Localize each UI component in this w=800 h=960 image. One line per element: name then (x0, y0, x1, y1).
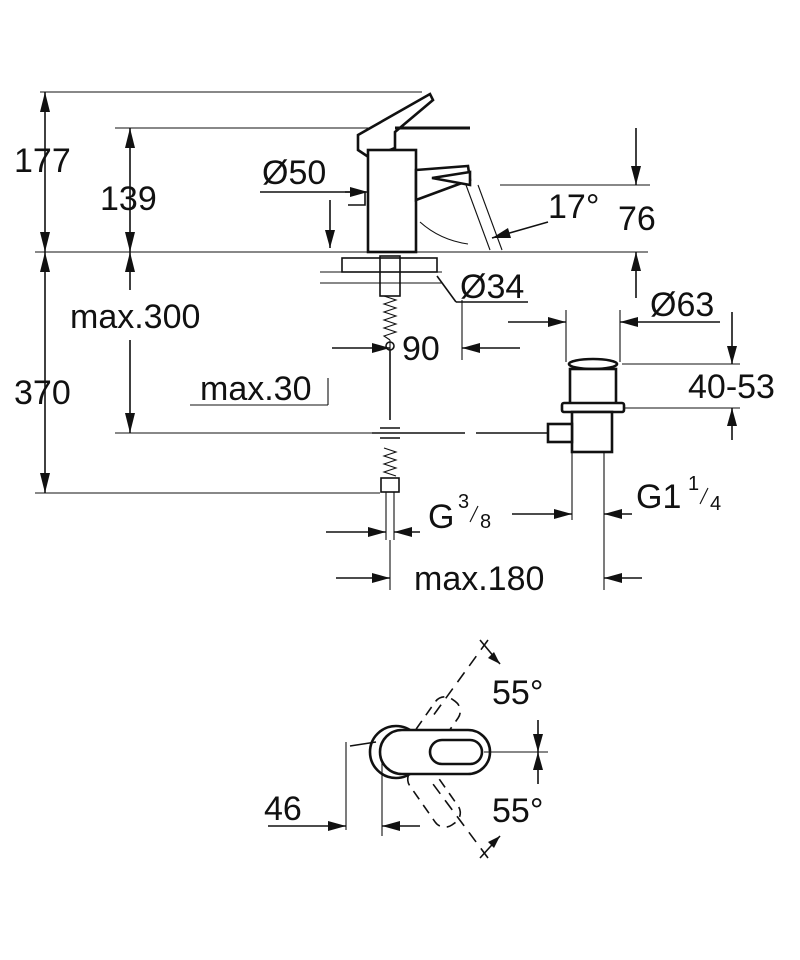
label-g38-den: 8 (480, 511, 491, 533)
label-177: 177 (14, 142, 71, 180)
dim-177: 177 (14, 92, 71, 252)
dim-max300: max.300 (70, 252, 200, 433)
dim-d63: Ø63 (508, 286, 720, 327)
dim-d50: Ø50 (260, 154, 368, 248)
dim-76: 76 (618, 128, 656, 298)
dim-40-53: 40-53 (688, 312, 775, 440)
label-d63: Ø63 (650, 286, 714, 324)
dim-d34: Ø34 (436, 268, 528, 306)
dim-55-top: 55° (479, 639, 543, 752)
faucet-top-view (345, 639, 548, 859)
label-46: 46 (264, 790, 302, 828)
label-max30: max.30 (200, 370, 312, 408)
label-139: 139 (100, 180, 157, 218)
angle-ref-line-2 (477, 184, 503, 251)
reference-lines (35, 91, 650, 494)
label-55-top: 55° (492, 674, 543, 712)
label-d50: Ø50 (262, 154, 326, 192)
label-55-bot: 55° (492, 792, 543, 830)
dim-g38: G 3 8 (326, 491, 491, 537)
dim-46: 46 (264, 790, 420, 831)
label-g38-main: G (428, 498, 454, 536)
faucet-side-view (320, 92, 550, 540)
dim-139: 139 (100, 128, 157, 252)
angle-arc (419, 221, 469, 245)
angle-ref-line (465, 184, 491, 251)
dim-55-bot: 55° (479, 752, 543, 859)
label-max300: max.300 (70, 298, 200, 336)
label-g114-den: 4 (710, 493, 721, 515)
label-max180: max.180 (414, 560, 544, 598)
label-g114-num: 1 (688, 473, 699, 495)
dim-g114: G1 1 4 (512, 473, 721, 519)
dim-370: 370 (14, 252, 71, 493)
label-90: 90 (402, 330, 440, 368)
label-370: 370 (14, 374, 71, 412)
dim-90: 90 (332, 300, 520, 368)
waste-valve (546, 310, 740, 590)
dim-17deg: 17° (491, 188, 599, 239)
dim-max180: max.180 (336, 540, 642, 598)
label-76: 76 (618, 200, 656, 238)
label-g114-main: G1 (636, 478, 681, 516)
label-40-53: 40-53 (688, 368, 775, 406)
label-d34: Ø34 (460, 268, 524, 306)
label-17deg: 17° (548, 188, 599, 226)
label-g38-num: 3 (458, 491, 469, 513)
